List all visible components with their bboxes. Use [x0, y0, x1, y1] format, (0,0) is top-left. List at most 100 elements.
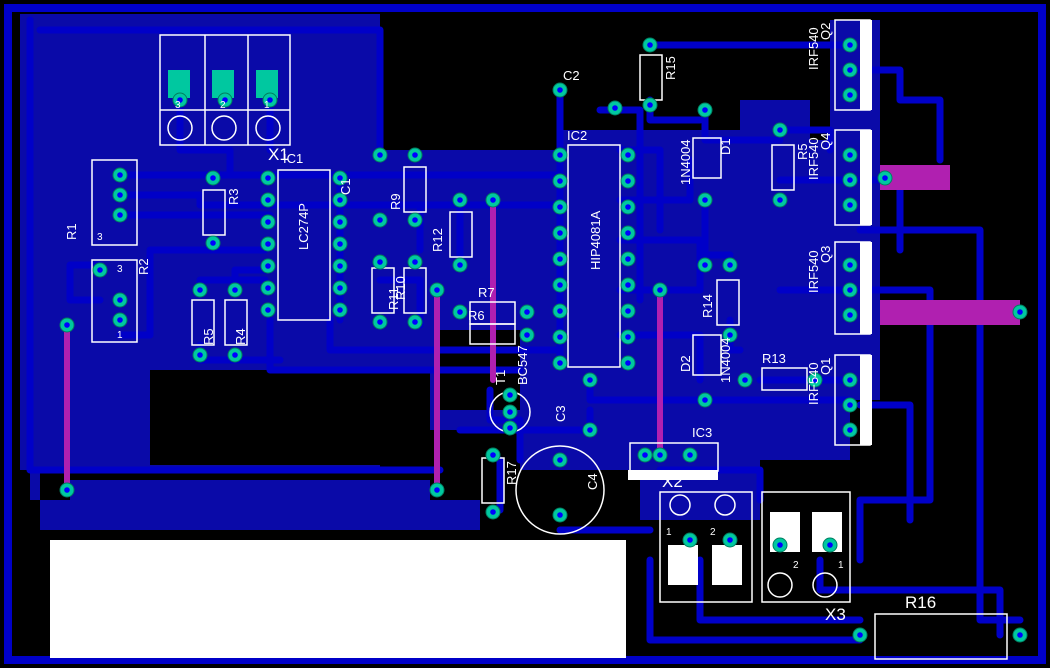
d2-label: D2 — [678, 355, 693, 372]
r6-label: R6 — [468, 308, 485, 323]
drill-hole — [557, 256, 563, 262]
irf-q4-label: IRF540 — [806, 137, 821, 180]
top-traces — [64, 165, 1020, 493]
silkscreen-labels: X1 IC1 LC274P R1 R2 R3 R4 R5 C1 R9 R11 R… — [64, 23, 936, 624]
drill-hole — [625, 204, 631, 210]
x1-pin2: 2 — [220, 100, 226, 111]
drill-hole — [847, 152, 853, 158]
drill-hole — [232, 352, 238, 358]
drill-hole — [587, 377, 593, 383]
drill-hole — [265, 307, 271, 313]
irf-q2-label: IRF540 — [806, 27, 821, 70]
ic3-label: IC3 — [692, 425, 712, 440]
x3-label: X3 — [825, 605, 846, 624]
drill-hole — [265, 219, 271, 225]
irf-q1-label: IRF540 — [806, 362, 821, 405]
drill-hole — [625, 256, 631, 262]
drill-hole — [557, 178, 563, 184]
drill-hole — [197, 287, 203, 293]
r4-label: R4 — [233, 328, 248, 345]
drill-hole — [847, 42, 853, 48]
drill-hole — [557, 308, 563, 314]
r2-pin1: 1 — [117, 330, 123, 341]
drill-hole — [265, 175, 271, 181]
copper-fill-top-left — [20, 14, 380, 370]
drill-hole — [337, 197, 343, 203]
drill-hole — [702, 262, 708, 268]
drill-hole — [337, 263, 343, 269]
drill-hole — [265, 285, 271, 291]
drill-hole — [232, 287, 238, 293]
drill-hole — [377, 319, 383, 325]
drill-hole — [490, 509, 496, 515]
drill-hole — [857, 632, 863, 638]
r13-outline — [761, 367, 808, 391]
drill-hole — [702, 397, 708, 403]
drill-hole — [847, 202, 853, 208]
drill-hole — [625, 308, 631, 314]
r15-label: R15 — [663, 56, 678, 80]
x2-pin2: 2 — [710, 527, 716, 538]
bc547-label: BC547 — [515, 345, 530, 385]
r2-pin3: 3 — [117, 264, 123, 275]
drill-hole — [702, 197, 708, 203]
r16-label: R16 — [905, 593, 936, 612]
drill-hole — [490, 197, 496, 203]
drill-hole — [812, 377, 818, 383]
drill-hole — [210, 240, 216, 246]
r6-outline — [469, 323, 516, 345]
lc274p-label: LC274P — [296, 203, 311, 250]
drill-hole — [702, 107, 708, 113]
r14-label: R14 — [700, 294, 715, 318]
drill-hole — [647, 102, 653, 108]
hip4081a-label: HIP4081A — [588, 210, 603, 270]
r16-outline — [874, 613, 1008, 660]
drill-hole — [507, 425, 513, 431]
drill-hole — [557, 87, 563, 93]
r17-label: R17 — [504, 461, 519, 485]
drill-hole — [687, 537, 693, 543]
ic1-outline — [277, 169, 331, 321]
drill-hole — [847, 312, 853, 318]
r5-label: R5 — [201, 328, 216, 345]
drill-hole — [727, 537, 733, 543]
drill-hole — [117, 192, 123, 198]
drill-hole — [267, 97, 273, 103]
drill-hole — [210, 175, 216, 181]
drill-hole — [434, 487, 440, 493]
drill-hole — [337, 241, 343, 247]
drill-hole — [1017, 632, 1023, 638]
drill-hole — [847, 427, 853, 433]
drill-hole — [117, 172, 123, 178]
x1-pin1: 1 — [264, 100, 270, 111]
drill-hole — [117, 212, 123, 218]
drill-hole — [557, 204, 563, 210]
drill-hole — [265, 197, 271, 203]
x1-label: X1 — [268, 145, 289, 164]
r12-outline — [449, 211, 473, 258]
drill-hole — [642, 452, 648, 458]
drill-hole — [377, 259, 383, 265]
drill-hole — [625, 334, 631, 340]
drill-hole — [412, 217, 418, 223]
drill-hole — [847, 287, 853, 293]
drill-hole — [64, 487, 70, 493]
r9-label: R9 — [388, 193, 403, 210]
drill-hole — [412, 152, 418, 158]
drill-hole — [412, 319, 418, 325]
drill-hole — [557, 360, 563, 366]
drill-hole — [412, 259, 418, 265]
drill-hole — [377, 217, 383, 223]
drill-hole — [337, 307, 343, 313]
x2-label: X2 — [662, 472, 683, 491]
c4-label: C4 — [585, 473, 600, 490]
irf-q3-label: IRF540 — [806, 250, 821, 293]
drill-hole — [457, 197, 463, 203]
r9-outline — [403, 166, 427, 213]
drill-hole — [97, 267, 103, 273]
r5b-label: R5 — [795, 143, 810, 160]
drill-hole — [64, 322, 70, 328]
drill-hole — [117, 317, 123, 323]
drill-hole — [625, 178, 631, 184]
